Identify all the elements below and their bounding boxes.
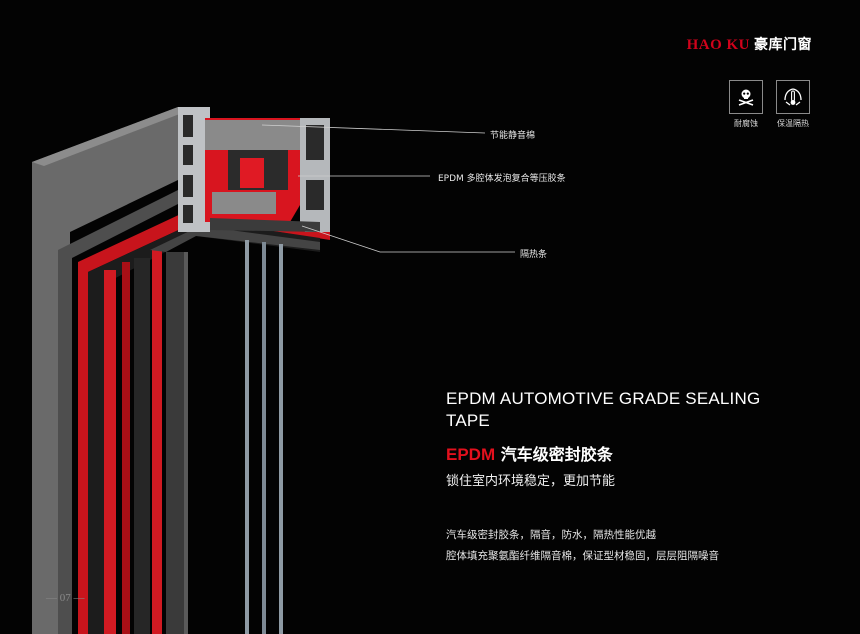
section-right-chamber-2: [306, 180, 324, 210]
headline-chinese-text: 汽车级密封胶条: [500, 445, 613, 464]
callout-line-foam: [261, 124, 486, 134]
brand-logo: HAO KU 豪库门窗: [687, 34, 812, 54]
red-seal-strip-left: [104, 270, 116, 634]
section-red-inner: [240, 158, 264, 188]
headline-chinese: EPDM 汽车级密封胶条: [446, 441, 613, 465]
subtitle: 锁住室内环境稳定，更加节能: [446, 474, 616, 489]
sash-edge: [184, 252, 188, 634]
feature-badges: 耐腐蚀 保温隔热: [729, 80, 810, 129]
badge-frame: [776, 80, 810, 114]
section-chamber-1: [183, 115, 193, 137]
glass-pane-2: [262, 242, 266, 634]
foam-block-bottom: [212, 192, 276, 214]
description-line-1: 汽车级密封胶条，隔音，防水，隔热性能优越: [446, 529, 656, 541]
dark-profile-body: [88, 220, 320, 634]
badge-thermal-insulation: 保温隔热: [776, 80, 810, 129]
outer-frame-inner-face: [58, 190, 178, 634]
section-base: [210, 218, 320, 232]
badge-frame: [729, 80, 763, 114]
badge-label: 保温隔热: [777, 119, 809, 128]
callout-foam: 节能静音棉: [490, 131, 536, 141]
headline-english: EPDM AUTOMOTIVE GRADE SEALING TAPE: [446, 389, 761, 430]
badge-label: 耐腐蚀: [734, 119, 758, 128]
sash-profile: [166, 252, 188, 634]
page-number: — 07 —: [46, 592, 85, 604]
thermometer-hands-icon: [784, 88, 802, 106]
foam-block-top: [205, 120, 315, 150]
sash-top: [150, 226, 320, 252]
section-chamber-2: [183, 145, 193, 165]
red-seal-strip-inner: [152, 250, 162, 634]
glass-pane-1: [245, 240, 249, 634]
section-chamber-3: [183, 175, 193, 197]
dark-profile-strip: [134, 258, 150, 634]
skull-crossbones-icon: [738, 89, 754, 106]
section-chamber-4: [183, 205, 193, 223]
brand-name-en: HAO KU: [686, 37, 750, 53]
red-seal-strip-mid: [122, 262, 130, 634]
glass-pane-3: [279, 244, 283, 634]
description: 汽车级密封胶条，隔音，防水，隔热性能优越 腔体填充聚氨酯纤维隔音棉，保证型材稳固…: [446, 525, 719, 567]
page-number-dash: —: [70, 592, 85, 604]
page-number-dash: —: [46, 592, 60, 604]
section-right-chamber: [306, 125, 324, 160]
description-line-2: 腔体填充聚氨酯纤维隔音棉，保证型材稳固，层层阻隔噪音: [446, 550, 719, 562]
callout-epdm: EPDM 多腔体发泡复合等压胶条: [438, 174, 566, 184]
badge-corrosion-resistant: 耐腐蚀: [729, 80, 763, 129]
page-number-value: 07: [59, 592, 71, 604]
profile-cross-section: [178, 107, 210, 232]
headline-accent: EPDM: [446, 445, 496, 464]
brand-name-cn: 豪库门窗: [754, 38, 812, 53]
frame-top-edge: [32, 107, 190, 166]
callout-line-thermal: [301, 225, 515, 253]
callout-thermal-break: 隔热条: [520, 250, 548, 260]
